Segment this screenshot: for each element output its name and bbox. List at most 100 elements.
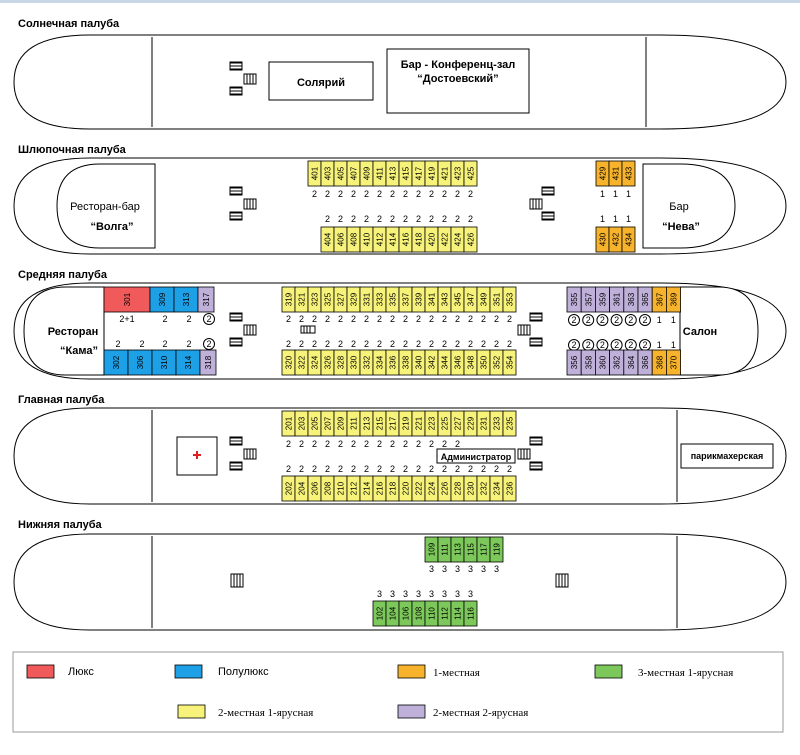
cabin-220[interactable]: 220 bbox=[398, 475, 413, 502]
cabin-352[interactable]: 352 bbox=[489, 349, 504, 376]
cabin-361[interactable]: 361 bbox=[609, 286, 625, 313]
cabin-234[interactable]: 234 bbox=[489, 475, 504, 502]
cabin-337[interactable]: 337 bbox=[398, 286, 413, 313]
cabin-205[interactable]: 205 bbox=[307, 410, 322, 437]
cabin-411[interactable]: 411 bbox=[372, 160, 387, 187]
cabin-325[interactable]: 325 bbox=[320, 286, 335, 313]
cabin-430[interactable]: 430 bbox=[595, 226, 610, 253]
cabin-328[interactable]: 328 bbox=[333, 349, 348, 376]
cabin-332[interactable]: 332 bbox=[359, 349, 374, 376]
cabin-323[interactable]: 323 bbox=[307, 286, 322, 313]
cabin-410[interactable]: 410 bbox=[359, 226, 374, 253]
cabin-113[interactable]: 113 bbox=[450, 536, 465, 563]
cabin-425[interactable]: 425 bbox=[463, 160, 478, 187]
cabin-426[interactable]: 426 bbox=[463, 226, 478, 253]
cabin-369[interactable]: 369 bbox=[666, 286, 682, 313]
cabin-432[interactable]: 432 bbox=[608, 226, 623, 253]
cabin-314[interactable]: 314 bbox=[175, 349, 201, 376]
cabin-434[interactable]: 434 bbox=[621, 226, 636, 253]
cabin-355[interactable]: 355 bbox=[566, 286, 582, 313]
cabin-324[interactable]: 324 bbox=[307, 349, 322, 376]
cabin-358[interactable]: 358 bbox=[580, 349, 596, 376]
cabin-236[interactable]: 236 bbox=[502, 475, 517, 502]
cabin-114[interactable]: 114 bbox=[450, 600, 465, 627]
cabin-227[interactable]: 227 bbox=[450, 410, 465, 437]
cabin-341[interactable]: 341 bbox=[424, 286, 439, 313]
cabin-346[interactable]: 346 bbox=[450, 349, 465, 376]
cabin-419[interactable]: 419 bbox=[424, 160, 439, 187]
cabin-336[interactable]: 336 bbox=[385, 349, 400, 376]
cabin-326[interactable]: 326 bbox=[320, 349, 335, 376]
cabin-339[interactable]: 339 bbox=[411, 286, 426, 313]
cabin-110[interactable]: 110 bbox=[424, 600, 439, 627]
cabin-309[interactable]: 309 bbox=[149, 286, 175, 313]
cabin-344[interactable]: 344 bbox=[437, 349, 452, 376]
cabin-320[interactable]: 320 bbox=[281, 349, 296, 376]
cabin-218[interactable]: 218 bbox=[385, 475, 400, 502]
cabin-363[interactable]: 363 bbox=[623, 286, 639, 313]
cabin-212[interactable]: 212 bbox=[346, 475, 361, 502]
cabin-431[interactable]: 431 bbox=[608, 160, 623, 187]
cabin-228[interactable]: 228 bbox=[450, 475, 465, 502]
cabin-204[interactable]: 204 bbox=[294, 475, 309, 502]
cabin-370[interactable]: 370 bbox=[666, 349, 682, 376]
cabin-313[interactable]: 313 bbox=[173, 286, 199, 313]
cabin-327[interactable]: 327 bbox=[333, 286, 348, 313]
cabin-201[interactable]: 201 bbox=[281, 410, 296, 437]
cabin-350[interactable]: 350 bbox=[476, 349, 491, 376]
cabin-353[interactable]: 353 bbox=[502, 286, 517, 313]
cabin-206[interactable]: 206 bbox=[307, 475, 322, 502]
cabin-348[interactable]: 348 bbox=[463, 349, 478, 376]
cabin-232[interactable]: 232 bbox=[476, 475, 491, 502]
cabin-338[interactable]: 338 bbox=[398, 349, 413, 376]
cabin-102[interactable]: 102 bbox=[372, 600, 387, 627]
cabin-421[interactable]: 421 bbox=[437, 160, 452, 187]
cabin-401[interactable]: 401 bbox=[307, 160, 322, 187]
cabin-207[interactable]: 207 bbox=[320, 410, 335, 437]
cabin-216[interactable]: 216 bbox=[372, 475, 387, 502]
cabin-229[interactable]: 229 bbox=[463, 410, 478, 437]
cabin-420[interactable]: 420 bbox=[424, 226, 439, 253]
cabin-405[interactable]: 405 bbox=[333, 160, 348, 187]
cabin-422[interactable]: 422 bbox=[437, 226, 452, 253]
cabin-203[interactable]: 203 bbox=[294, 410, 309, 437]
cabin-319[interactable]: 319 bbox=[281, 286, 296, 313]
cabin-230[interactable]: 230 bbox=[463, 475, 478, 502]
cabin-359[interactable]: 359 bbox=[595, 286, 611, 313]
cabin-112[interactable]: 112 bbox=[437, 600, 452, 627]
cabin-367[interactable]: 367 bbox=[651, 286, 667, 313]
cabin-235[interactable]: 235 bbox=[502, 410, 517, 437]
cabin-231[interactable]: 231 bbox=[476, 410, 491, 437]
cabin-317[interactable]: 317 bbox=[197, 286, 215, 313]
cabin-343[interactable]: 343 bbox=[437, 286, 452, 313]
cabin-368[interactable]: 368 bbox=[651, 349, 667, 376]
cabin-322[interactable]: 322 bbox=[294, 349, 309, 376]
cabin-210[interactable]: 210 bbox=[333, 475, 348, 502]
cabin-222[interactable]: 222 bbox=[411, 475, 426, 502]
cabin-413[interactable]: 413 bbox=[385, 160, 400, 187]
cabin-340[interactable]: 340 bbox=[411, 349, 426, 376]
cabin-406[interactable]: 406 bbox=[333, 226, 348, 253]
cabin-409[interactable]: 409 bbox=[359, 160, 374, 187]
cabin-365[interactable]: 365 bbox=[637, 286, 653, 313]
cabin-418[interactable]: 418 bbox=[411, 226, 426, 253]
cabin-415[interactable]: 415 bbox=[398, 160, 413, 187]
cabin-119[interactable]: 119 bbox=[489, 536, 504, 563]
cabin-214[interactable]: 214 bbox=[359, 475, 374, 502]
cabin-223[interactable]: 223 bbox=[424, 410, 439, 437]
cabin-310[interactable]: 310 bbox=[151, 349, 177, 376]
cabin-321[interactable]: 321 bbox=[294, 286, 309, 313]
cabin-407[interactable]: 407 bbox=[346, 160, 361, 187]
cabin-108[interactable]: 108 bbox=[411, 600, 426, 627]
cabin-345[interactable]: 345 bbox=[450, 286, 465, 313]
cabin-219[interactable]: 219 bbox=[398, 410, 413, 437]
cabin-318[interactable]: 318 bbox=[199, 349, 217, 376]
cabin-414[interactable]: 414 bbox=[385, 226, 400, 253]
cabin-224[interactable]: 224 bbox=[424, 475, 439, 502]
cabin-356[interactable]: 356 bbox=[566, 349, 582, 376]
cabin-423[interactable]: 423 bbox=[450, 160, 465, 187]
cabin-335[interactable]: 335 bbox=[385, 286, 400, 313]
cabin-347[interactable]: 347 bbox=[463, 286, 478, 313]
cabin-357[interactable]: 357 bbox=[580, 286, 596, 313]
cabin-334[interactable]: 334 bbox=[372, 349, 387, 376]
